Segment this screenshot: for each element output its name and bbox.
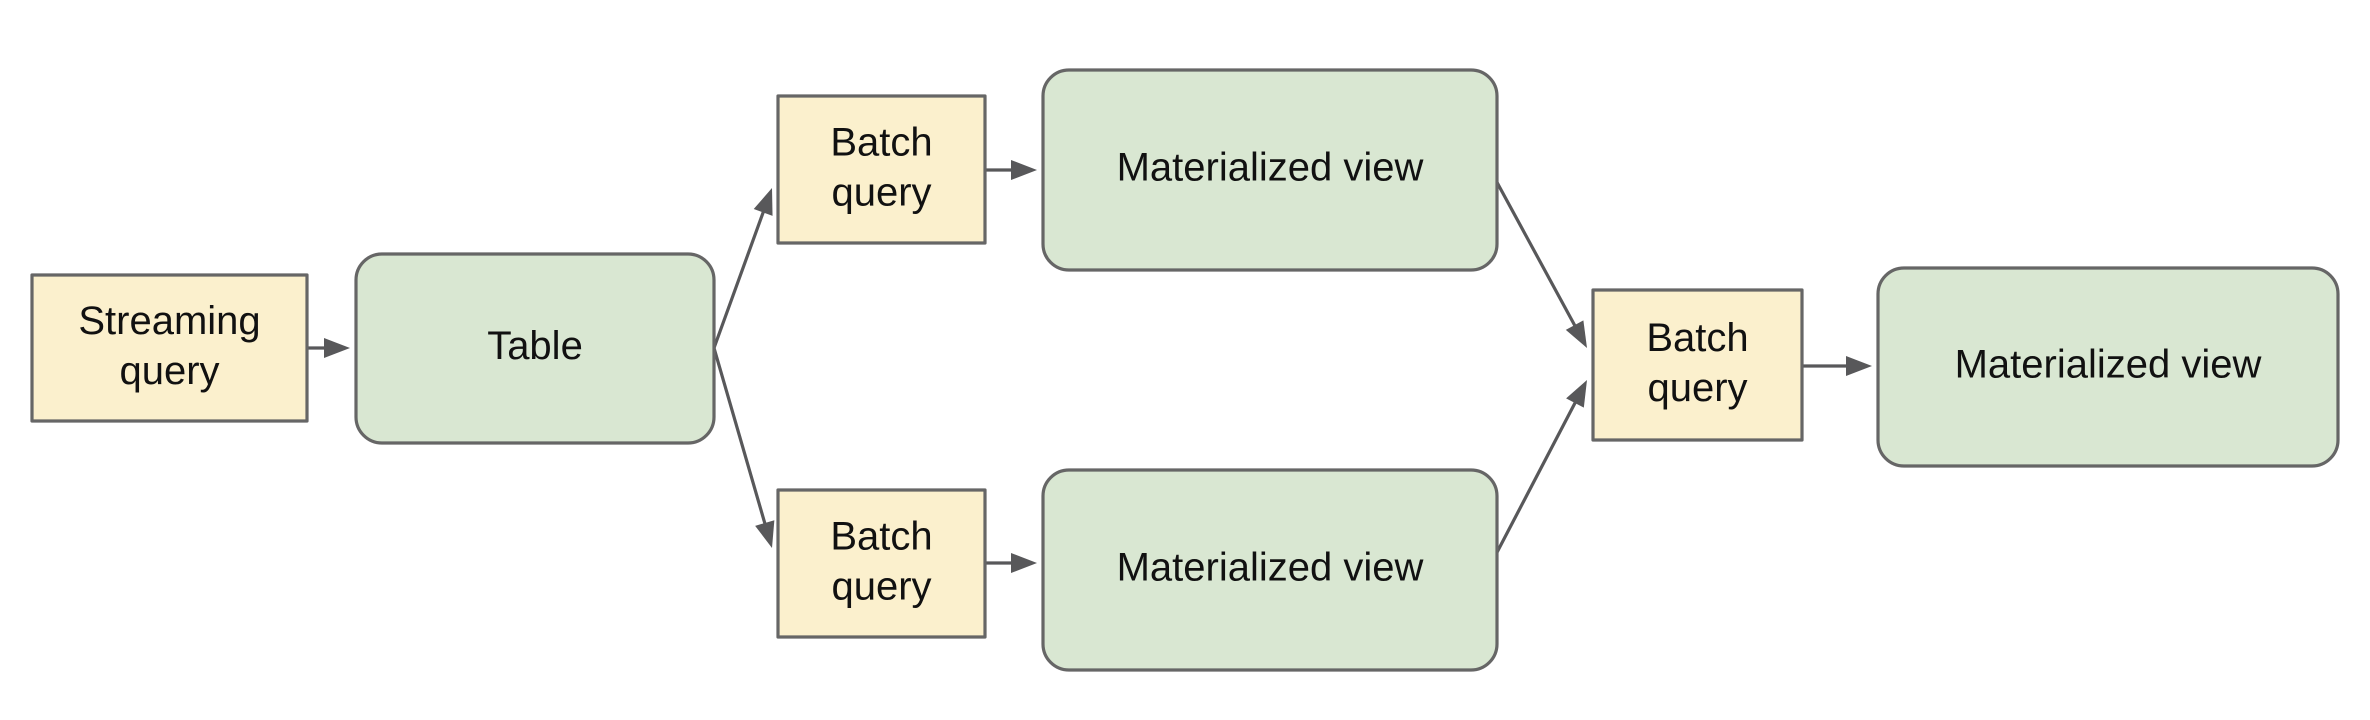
- edge-line: [712, 207, 767, 349]
- node-label-line1: Streaming: [78, 299, 260, 343]
- node-shape-process[interactable]: [776, 488, 987, 639]
- node-materialized-view-top[interactable]: Materialized view: [1041, 68, 1499, 272]
- edge-streaming-query-to-table: [307, 338, 350, 358]
- node-label-line2: query: [119, 348, 219, 392]
- node-shape-store[interactable]: [1876, 266, 2340, 468]
- edge-line: [1491, 398, 1579, 561]
- edge-line: [1491, 174, 1579, 331]
- edge-batch-query-merge-to-materialized-view-final: [1802, 356, 1872, 376]
- arrowhead-icon: [755, 520, 775, 548]
- edge-batch-query-bottom-to-materialized-view-bottom: [985, 553, 1037, 573]
- arrowhead-icon: [1846, 356, 1872, 376]
- arrowhead-icon: [1011, 553, 1037, 573]
- node-label-materialized-view-bottom: Materialized view: [1117, 546, 1424, 590]
- node-shape-store[interactable]: [354, 252, 716, 445]
- arrowhead-icon: [1011, 160, 1037, 180]
- arrowhead-icon: [753, 188, 773, 216]
- edge-materialized-view-bottom-to-batch-query-merge: [1491, 380, 1587, 561]
- arrowhead-icon: [1566, 380, 1587, 408]
- node-label-line2: query: [831, 170, 931, 214]
- node-label-streaming-query: Streaming query: [78, 299, 260, 393]
- edge-batch-query-top-to-materialized-view-top: [985, 160, 1037, 180]
- node-label-materialized-view-final: Materialized view: [1955, 343, 2262, 387]
- node-table[interactable]: Table: [354, 252, 716, 445]
- node-shape-store[interactable]: [1041, 468, 1499, 672]
- node-batch-query-merge[interactable]: Batch query: [1591, 288, 1804, 442]
- arrowhead-icon: [324, 338, 350, 358]
- node-shape-process[interactable]: [1591, 288, 1804, 442]
- node-streaming-query[interactable]: Streaming query: [30, 273, 309, 423]
- node-materialized-view-final[interactable]: Materialized view: [1876, 266, 2340, 468]
- edge-table-to-batch-query-bottom: [712, 347, 775, 548]
- node-label-batch-query-merge: Batch query: [1646, 316, 1748, 410]
- node-batch-query-bottom[interactable]: Batch query: [776, 488, 987, 639]
- edges-layer: [307, 160, 1872, 573]
- node-shape-process[interactable]: [776, 94, 987, 245]
- node-label-line1: Batch: [830, 514, 932, 558]
- node-label-materialized-view-top: Materialized view: [1117, 146, 1424, 190]
- node-label-line1: Batch: [830, 120, 932, 164]
- node-batch-query-top[interactable]: Batch query: [776, 94, 987, 245]
- node-label-line1: Batch: [1646, 316, 1748, 360]
- node-label-line2: query: [1647, 365, 1747, 409]
- node-label-batch-query-bottom: Batch query: [830, 514, 932, 608]
- node-shape-store[interactable]: [1041, 68, 1499, 272]
- node-label-line2: query: [831, 564, 931, 608]
- edge-materialized-view-top-to-batch-query-merge: [1491, 174, 1587, 348]
- arrowhead-icon: [1565, 320, 1587, 348]
- node-materialized-view-bottom[interactable]: Materialized view: [1041, 468, 1499, 672]
- node-shape-process[interactable]: [30, 273, 309, 423]
- node-label-table: Table: [487, 324, 583, 368]
- node-label-batch-query-top: Batch query: [830, 120, 932, 214]
- edge-line: [712, 347, 768, 528]
- edge-table-to-batch-query-top: [712, 188, 773, 349]
